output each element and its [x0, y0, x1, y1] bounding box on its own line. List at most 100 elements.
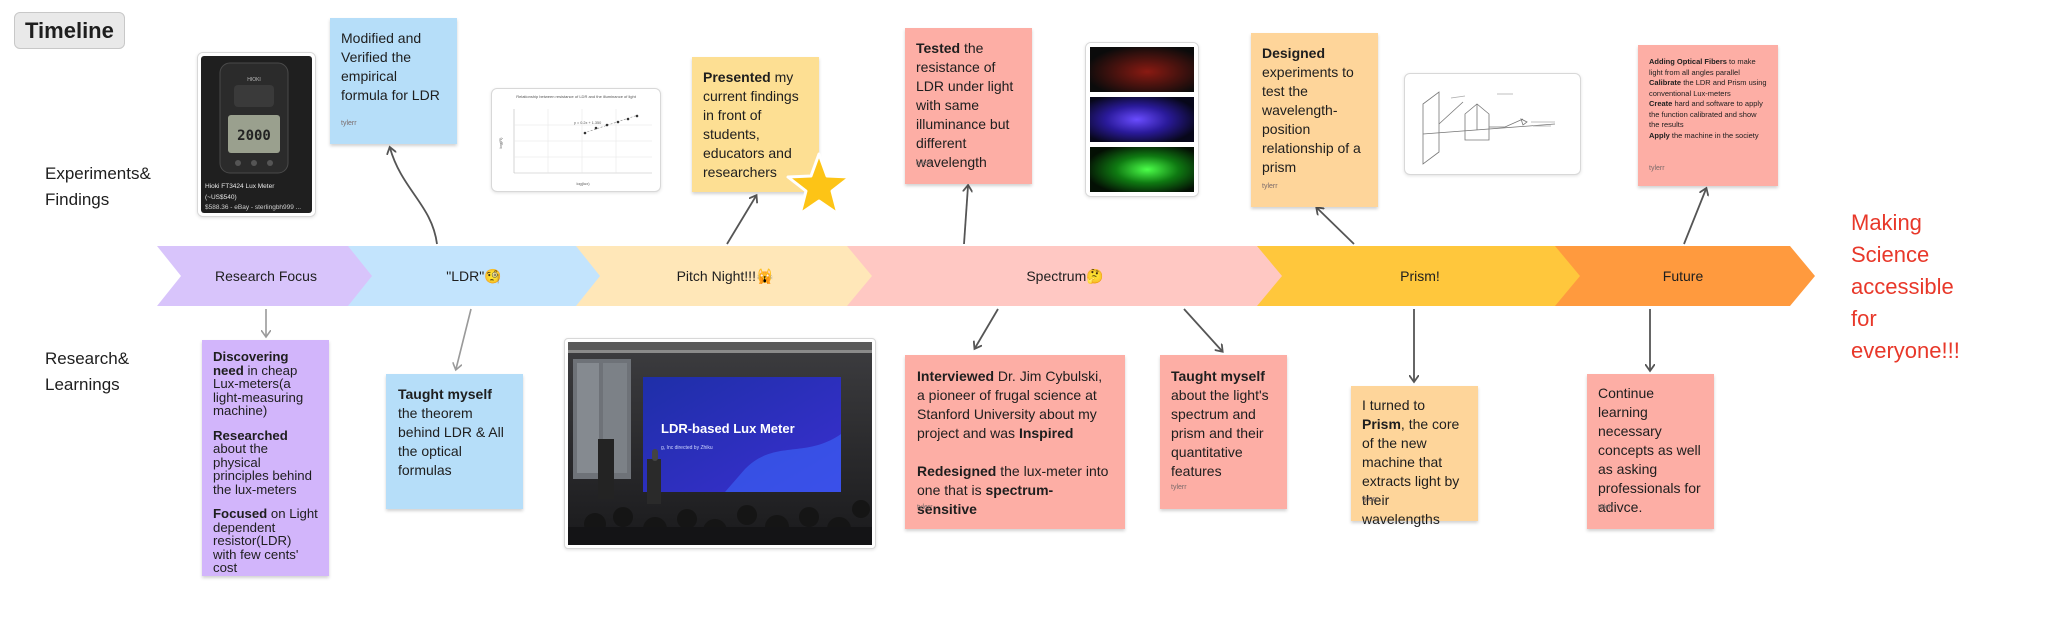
sticky-taught-spectrum[interactable]: Taught myself about the light's spectrum…	[1160, 355, 1287, 509]
timeline-chevrons	[157, 246, 1815, 306]
connector-arrows-light	[266, 308, 472, 369]
prism-sketch-card[interactable]	[1404, 73, 1581, 175]
future-plan-4-rest: the machine in the society	[1669, 130, 1759, 140]
lux-meter-price-usd: (~US$540)	[205, 194, 237, 201]
future-plan-2-bold: Calibrate	[1649, 78, 1682, 87]
chevron-future[interactable]	[1548, 246, 1815, 306]
frame-title[interactable]: Timeline	[14, 12, 125, 49]
lux-meter-image: 2000 HIOKI Hioki FT3424 Lux Meter (~US$5…	[198, 53, 315, 216]
research-focus-3-rest: on Light dependent resistor(LDR) with fe…	[213, 506, 318, 575]
sticky-tested-bold: Tested	[916, 40, 961, 56]
sticky-prism[interactable]: I turned to Prism, the core of the new m…	[1351, 386, 1478, 527]
sticky-author: tylerr	[916, 160, 932, 167]
sticky-tested-rest: the resistance of LDR under light with s…	[916, 40, 1014, 170]
research-focus-1-bold: Discovering need	[213, 349, 289, 378]
graph-xlabel: log(lux)	[576, 181, 590, 186]
prism-sketch	[1422, 91, 1556, 165]
redesigned-bold: Redesigned	[917, 463, 997, 479]
research-focus-1: Discovering need in cheap Lux-meters(a l…	[213, 350, 318, 418]
arrow-future-up[interactable]	[1683, 189, 1706, 245]
timeline-label-research-focus: Research Focus	[215, 268, 317, 284]
chevron-research-focus[interactable]	[157, 246, 372, 306]
sticky-prism-rest: , the core of the new machine that extra…	[1362, 416, 1460, 527]
sticky-author: tylerr	[1598, 504, 1614, 511]
spectrum-sensitive-bold: spectrum-sensitive	[917, 482, 1054, 517]
research-focus-3: Focused on Light dependent resistor(LDR)…	[213, 507, 318, 575]
sticky-presented-rest: my current findings in front of students…	[703, 69, 799, 180]
arrow-prism-up[interactable]	[1317, 208, 1355, 245]
ldr-graph-image-card[interactable]: Relationship between resistance of LDR a…	[491, 88, 661, 192]
timeline-label-spectrum: Spectrum🤔	[1026, 268, 1104, 284]
sticky-ldr-formula[interactable]: Modified and Verified the empirical form…	[330, 18, 457, 144]
timeline-label-ldr: "LDR"🧐	[446, 268, 502, 284]
sticky-future-learning-text: Continue learning necessary concepts as …	[1598, 385, 1701, 515]
lux-meter-image-card[interactable]: 2000 HIOKI Hioki FT3424 Lux Meter (~US$5…	[197, 52, 316, 217]
future-plan-1: Adding Optical Fibers to make light from…	[1649, 57, 1767, 78]
chevron-pitch-night[interactable]	[568, 246, 872, 306]
sticky-interviewed[interactable]: Interviewed Dr. Jim Cybulski, a pioneer …	[905, 355, 1125, 529]
sticky-research-focus[interactable]: Discovering need in cheap Lux-meters(a l…	[202, 340, 329, 576]
sticky-designed[interactable]: Designed experiments to test the wavelen…	[1251, 33, 1378, 207]
connector-arrows	[390, 148, 1706, 381]
row-label-research-line1: Research&	[45, 349, 130, 368]
sticky-interviewed-para1: Interviewed Dr. Jim Cybulski, a pioneer …	[917, 367, 1113, 443]
sticky-taught-ldr-rest: the theorem behind LDR & All the optical…	[398, 405, 504, 478]
closing-line-1: Making	[1851, 210, 1922, 235]
arrow-pitch-up[interactable]	[726, 196, 756, 245]
closing-line-4: for	[1851, 306, 1877, 331]
photo-red-light	[1090, 47, 1194, 92]
future-plan-2-rest: the LDR and Prism using conventional Lux…	[1649, 78, 1767, 98]
photo-green-light	[1090, 147, 1194, 192]
sticky-author: tylerr	[1649, 164, 1665, 172]
pitch-night-photo: LDR-based Lux Meter g, Inc directed by Z…	[568, 342, 872, 545]
graph-ylabel: log(R)	[498, 137, 503, 149]
sticky-prism-pre: I turned to	[1362, 397, 1426, 413]
graph-equation: y = 0.2x + 1.350	[574, 121, 601, 125]
sticky-taught-ldr-bold: Taught myself	[398, 386, 492, 402]
arrow-spectrum-up[interactable]	[964, 186, 968, 245]
arrow-ldr-down[interactable]	[456, 308, 472, 369]
row-label-experiments-line2: Findings	[45, 190, 110, 209]
future-plan-1-bold: Adding Optical Fibers	[1649, 57, 1727, 66]
sticky-taught-spectrum-text: Taught myself about the light's spectrum…	[1171, 367, 1276, 481]
interviewed-bold: Interviewed	[917, 368, 995, 384]
future-plan-2: Calibrate the LDR and Prism using conven…	[1649, 78, 1767, 99]
chevron-prism[interactable]	[1250, 246, 1580, 306]
timeline-label-future: Future	[1662, 268, 1704, 284]
closing-statement[interactable]: Making Science accessible for everyone!!…	[1851, 207, 1960, 367]
sticky-taught-ldr[interactable]: Taught myself the theorem behind LDR & A…	[386, 374, 523, 509]
timeline-label-prism: Prism!	[1400, 268, 1440, 284]
research-focus-2-rest: about the physical principles behind the…	[213, 441, 312, 497]
research-focus-3-bold: Focused	[213, 506, 268, 521]
chevron-ldr[interactable]	[340, 246, 600, 306]
research-focus-2: Researched about the physical principles…	[213, 428, 318, 497]
sticky-presented-bold: Presented	[703, 69, 771, 85]
sticky-future-plans[interactable]: Adding Optical Fibers to make light from…	[1638, 45, 1778, 186]
row-label-experiments-line1: Experiments&	[45, 164, 151, 183]
future-plan-1-rest: to make light from all angles parallel	[1649, 57, 1756, 77]
sticky-prism-bold: Prism	[1362, 416, 1401, 432]
sticky-author: tylerr	[1171, 484, 1187, 491]
sticky-author: tylerr	[1262, 183, 1278, 190]
arrow-spectrum-down-right[interactable]	[1183, 308, 1222, 351]
row-label-research: Research& Learnings	[45, 346, 129, 398]
sticky-presented[interactable]: Presented my current findings in front o…	[692, 57, 819, 192]
future-plan-4-bold: Apply	[1649, 130, 1670, 140]
sticky-future-learning[interactable]: Continue learning necessary concepts as …	[1587, 374, 1714, 529]
pitch-night-photo-card[interactable]: LDR-based Lux Meter g, Inc directed by Z…	[564, 338, 876, 549]
sticky-interviewed-para2: Redesigned the lux-meter into one that i…	[917, 462, 1113, 519]
chevron-spectrum[interactable]	[840, 246, 1282, 306]
arrow-spectrum-down-left[interactable]	[975, 308, 999, 348]
lux-meter-caption: Hioki FT3424 Lux Meter	[205, 183, 275, 190]
sticky-tested[interactable]: Tested the resistance of LDR under light…	[905, 28, 1032, 184]
research-focus-1-rest: in cheap Lux-meters(a light-measuring ma…	[213, 362, 304, 418]
future-plan-4: Apply the machine in the society	[1649, 131, 1767, 142]
photo-blue-light	[1090, 97, 1194, 142]
light-photos-card[interactable]	[1085, 42, 1199, 197]
star-icon[interactable]	[784, 150, 854, 220]
future-plan-3-bold: Create	[1649, 99, 1673, 108]
arrow-ldr-up[interactable]	[390, 148, 438, 245]
sticky-ldr-formula-text: Modified and Verified the empirical form…	[341, 30, 440, 103]
interviewed-rest: Dr. Jim Cybulski, a pioneer of frugal sc…	[917, 368, 1103, 441]
